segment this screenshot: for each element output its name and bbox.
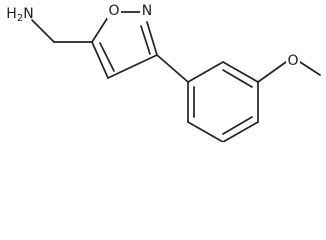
bond-n2-c3 <box>146 21 158 56</box>
atom-label-ring-oxygen: O <box>108 3 119 19</box>
bond-ph5-ph6 <box>187 121 224 142</box>
bond-ph4-ph5 <box>222 121 259 142</box>
bond-c3-c4 <box>107 54 158 79</box>
bond-ph-inner-2 <box>222 116 253 135</box>
bond-c4-c5 <box>91 41 109 79</box>
atom-label-ring-nitrogen: N <box>142 3 152 19</box>
atom-label-ether-oxygen: O <box>287 53 298 69</box>
bond-c3-phenyl <box>156 54 189 83</box>
atom-label-amine: H2N <box>6 6 33 24</box>
bond-c4-c5-double <box>99 42 115 72</box>
structure-canvas: H2N O N O <box>6 3 321 142</box>
bond-ph2-ph3 <box>222 61 259 83</box>
bond-nh2-ch2 <box>31 19 55 43</box>
bond-ph3-o <box>257 61 287 83</box>
molecule-drawing: H2N O N O <box>6 3 321 142</box>
bond-n2-c3-double <box>140 25 151 55</box>
bond-o-ch3 <box>299 61 321 76</box>
bond-ph-inner-1 <box>222 69 253 88</box>
bond-ph1-ph2 <box>187 61 224 83</box>
